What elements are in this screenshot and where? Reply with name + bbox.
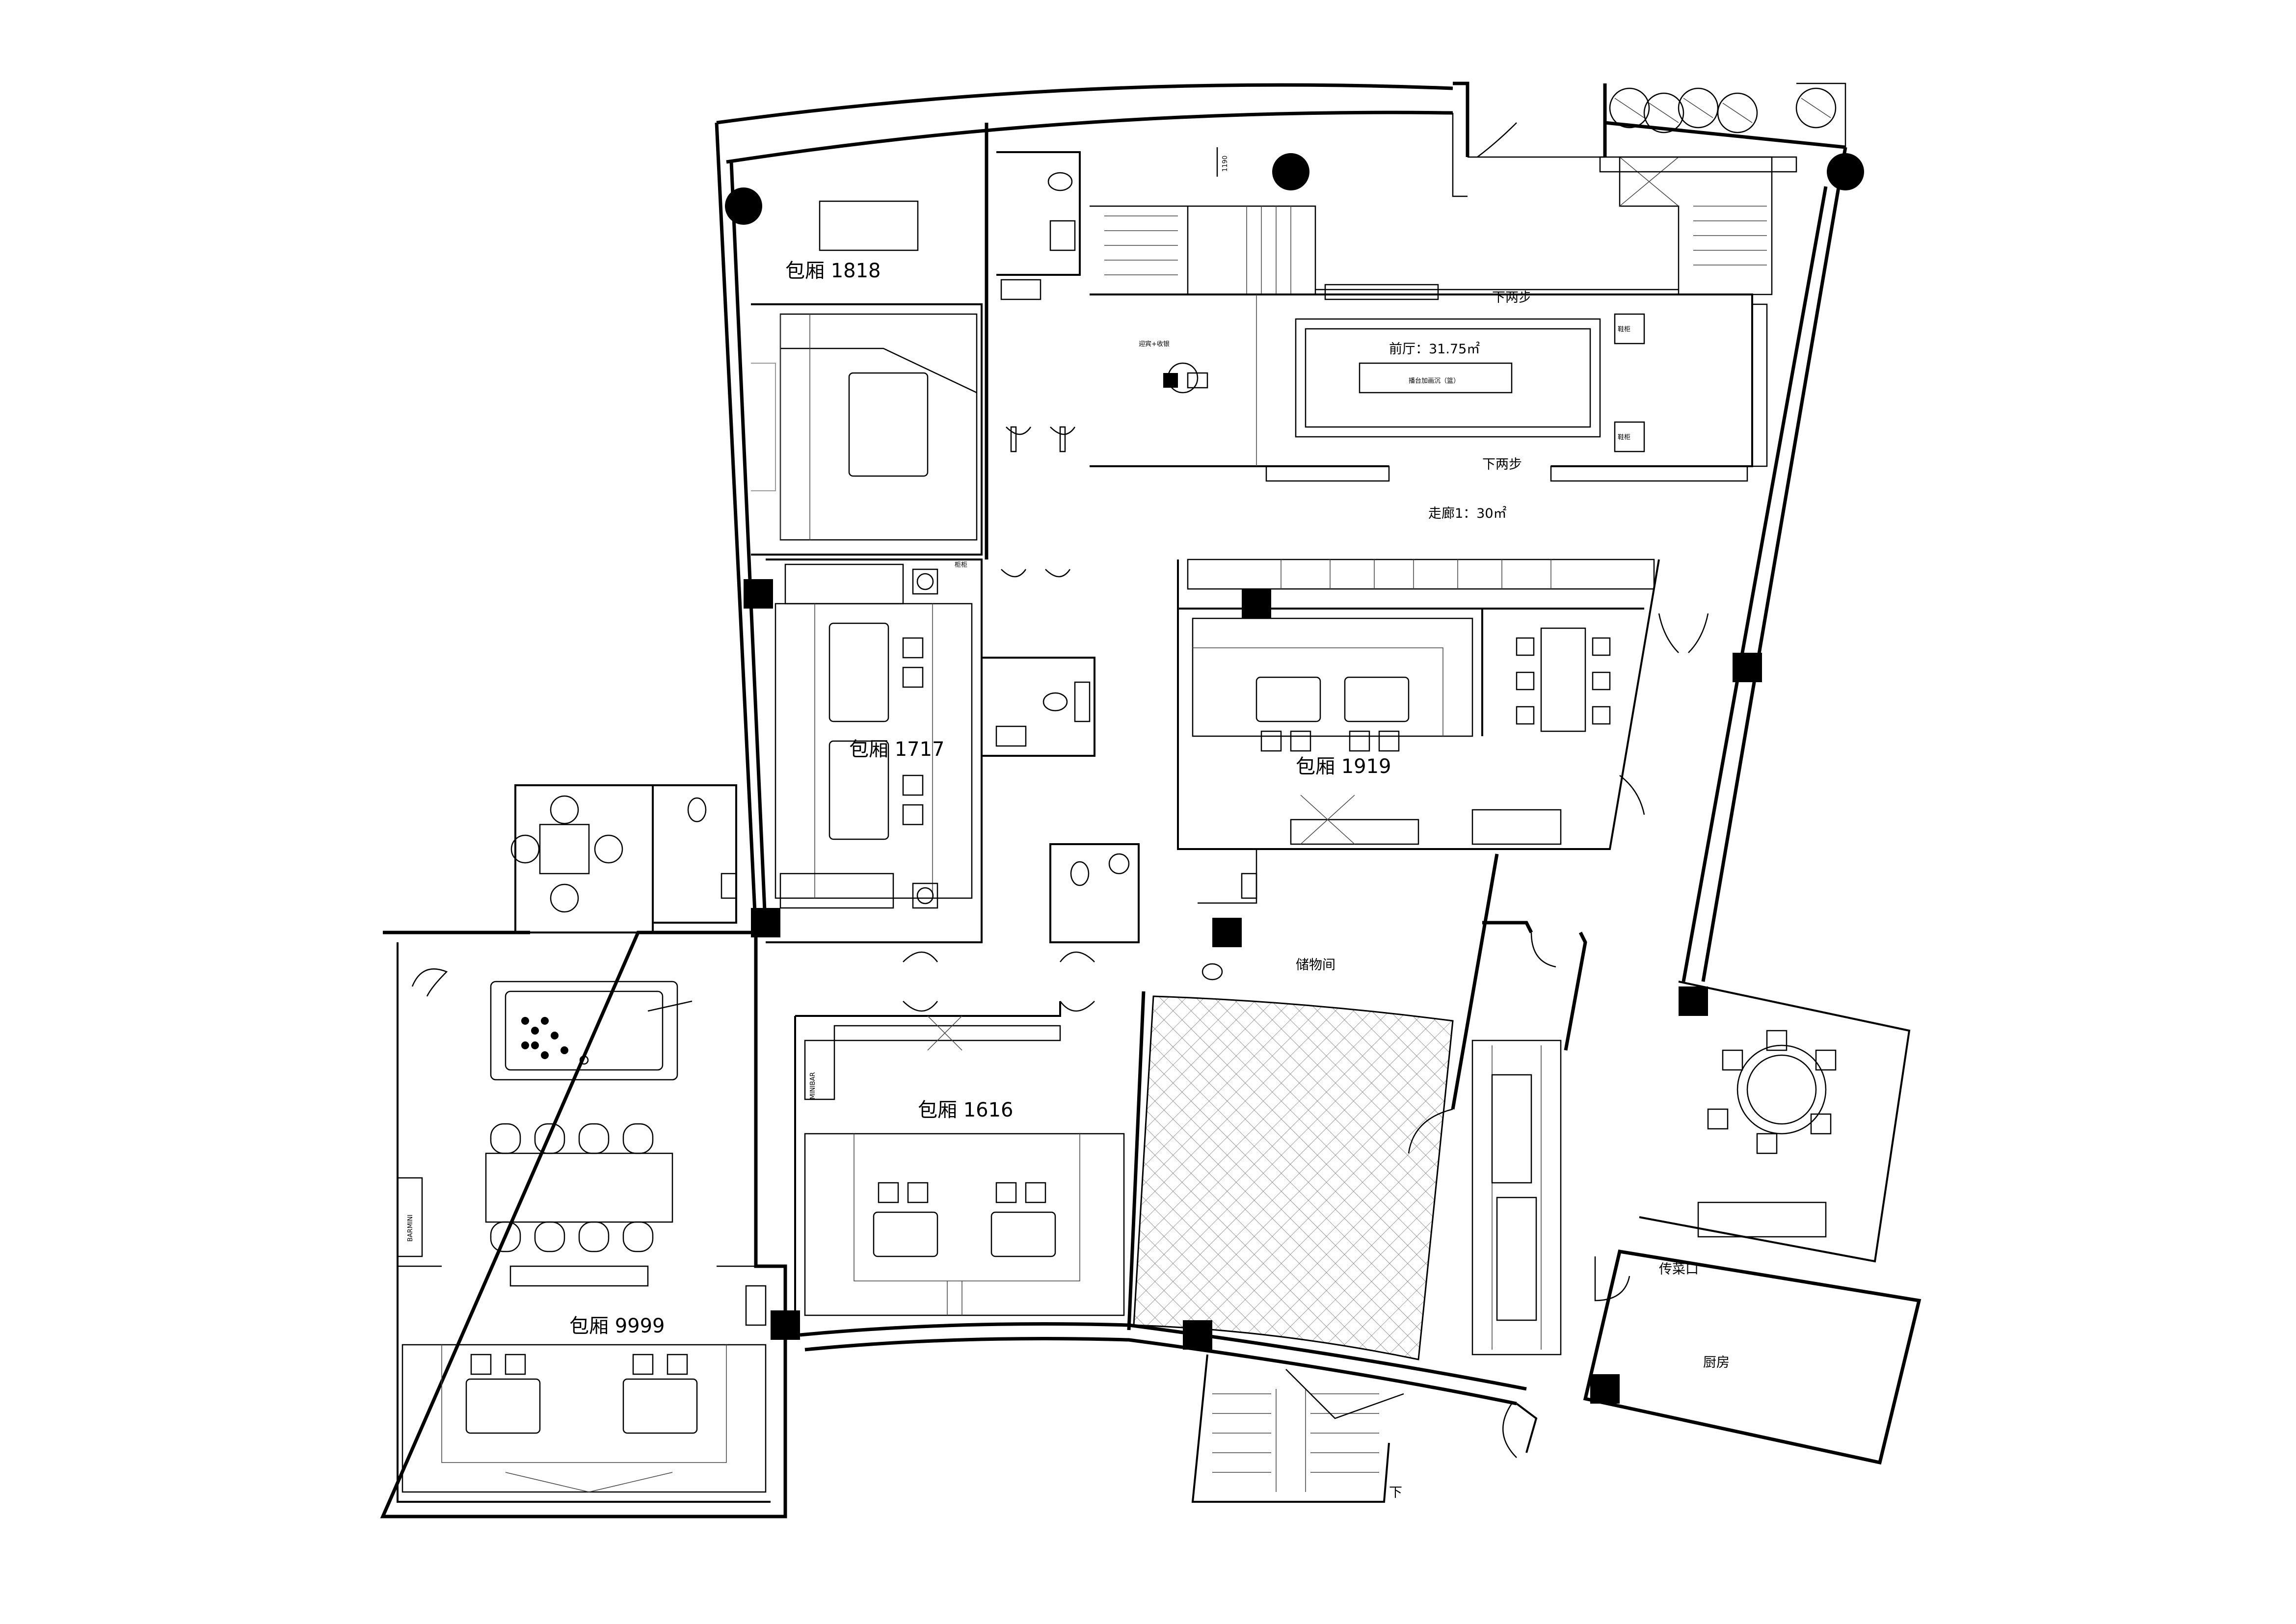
chair-icon [1260, 730, 1400, 752]
toilet-center [903, 843, 1257, 1012]
column [771, 1310, 800, 1340]
column [744, 579, 773, 609]
stair-down-label: 下 [1389, 1485, 1402, 1500]
room-9999 [380, 931, 787, 1518]
lobby-label: 前厅：31.75㎡ [1389, 342, 1480, 357]
chair-icon [490, 1123, 654, 1252]
column-group [725, 153, 1864, 1404]
minibar-label: MINIBAR [809, 1072, 817, 1099]
chair-icon [470, 1354, 688, 1375]
door-swings [1001, 426, 1709, 815]
storage-label: 储物间 [1296, 958, 1335, 973]
storage-walls [1408, 853, 1587, 1458]
reception-label: 迎宾+收银 [1139, 340, 1170, 348]
room-label-9999: 包厢 9999 [569, 1315, 665, 1337]
room-label-1818: 包厢 1818 [785, 260, 881, 282]
front-lobby [1090, 293, 1768, 482]
courtyard [1133, 995, 1454, 1360]
corridor-label: 走廊1：30㎡ [1428, 506, 1507, 521]
column [1212, 918, 1242, 947]
kitchen-room [1583, 1250, 1922, 1465]
room-label-1717: 包厢 1717 [849, 738, 945, 761]
steps-label-bottom: 下两步 [1482, 457, 1522, 472]
reception-desk-icon [1163, 362, 1208, 394]
shoe-cabinet-label-b: 鞋柜 [1618, 433, 1630, 441]
steps-label-top: 下两步 [1492, 290, 1532, 305]
kitchen-label: 厨房 [1703, 1355, 1730, 1370]
column [1733, 653, 1762, 682]
room-1616 [794, 991, 1146, 1335]
tree-icon [1609, 87, 1837, 133]
lobby-center-label: 播台加画沉（篮） [1409, 377, 1460, 385]
room-1919 [1177, 559, 1660, 850]
dimension-label: 1190 [1222, 156, 1229, 172]
column [1183, 1320, 1212, 1350]
round-dining [1639, 981, 1911, 1263]
column [1590, 1374, 1620, 1404]
column [725, 187, 762, 225]
room-label-1616: 包厢 1616 [918, 1099, 1014, 1121]
shoe-cabinet-label-a: 鞋柜 [1618, 325, 1630, 333]
column [1827, 153, 1864, 190]
room-1717 [766, 559, 1095, 943]
room-label-1919: 包厢 1919 [1296, 755, 1391, 778]
column [1679, 986, 1708, 1016]
bar-label: BARMINI [407, 1215, 414, 1242]
billiard-balls-icon [521, 1017, 589, 1065]
column [751, 908, 780, 937]
column [1272, 153, 1309, 190]
card-room [510, 784, 737, 933]
cabinet-label: 柜柜 [955, 561, 967, 569]
chair-icon [1516, 637, 1611, 725]
column [1242, 589, 1271, 618]
stairs-bottom [1191, 1354, 1404, 1503]
chair-icon [878, 1182, 1046, 1203]
outer-wall [715, 81, 1847, 1406]
serving-label: 传菜口 [1659, 1262, 1699, 1277]
toilet-top [996, 151, 1081, 453]
chair-icon [902, 637, 924, 825]
chair-icon [1707, 1030, 1837, 1154]
room-1818 [751, 123, 988, 559]
